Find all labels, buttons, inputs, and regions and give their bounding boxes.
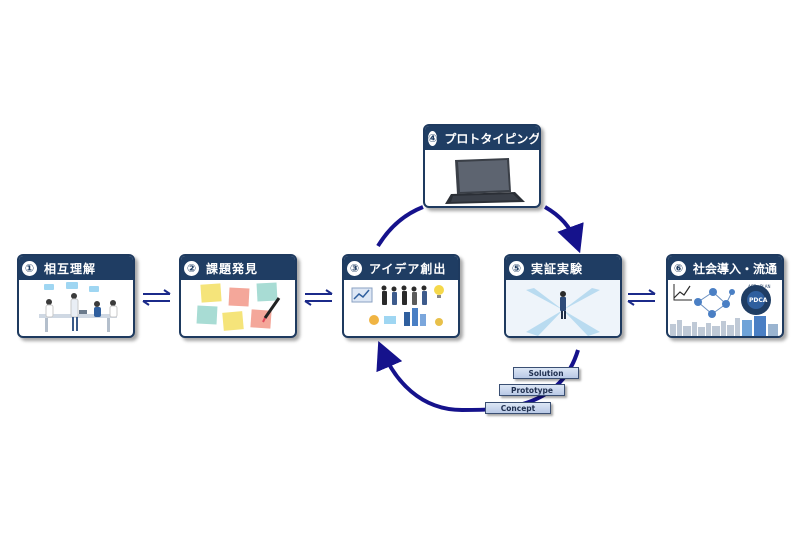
step-number: ③ xyxy=(347,260,362,276)
stage-prototype: Prototype xyxy=(499,384,565,396)
step-card-idea-creation: ③ アイデア創出 xyxy=(342,254,460,338)
step-card-prototyping: ④ プロトタイピング xyxy=(423,124,541,208)
arrow-ideation-to-prototyping xyxy=(376,205,424,248)
bidir-arrow-5-6 xyxy=(627,289,656,306)
arrow-trial-to-ideation xyxy=(376,340,580,413)
pdca-act-label: ACT xyxy=(748,284,756,289)
team-meeting-illustration xyxy=(19,280,133,336)
step-header: ④ プロトタイピング xyxy=(425,126,539,150)
step-number: ④ xyxy=(428,130,438,146)
stage-concept: Concept xyxy=(485,402,551,414)
step-label: 相互理解 xyxy=(44,261,97,276)
sticky-notes-illustration xyxy=(181,280,295,336)
network-city-illustration: ACT PLAN PDCA xyxy=(668,280,782,336)
step-header: ⑥ 社会導入・流通 xyxy=(668,256,782,280)
step-header: ⑤ 実証実験 xyxy=(506,256,620,280)
step-label: プロトタイピング xyxy=(444,131,541,146)
step-number: ① xyxy=(22,260,37,276)
laptop-illustration xyxy=(425,150,539,206)
step-card-social-deployment: ⑥ 社会導入・流通 ACT PLAN PDCA xyxy=(666,254,784,338)
crossroads-illustration xyxy=(506,280,620,336)
stage-solution: Solution xyxy=(513,367,579,379)
bidir-arrow-2-3 xyxy=(304,289,333,306)
step-label: 課題発見 xyxy=(206,261,259,276)
step-number: ② xyxy=(184,260,199,276)
step-number: ⑥ xyxy=(671,260,686,276)
idea-people-illustration xyxy=(344,280,458,336)
step-card-mutual-understanding: ① 相互理解 xyxy=(17,254,135,338)
step-card-problem-discovery: ② 課題発見 xyxy=(179,254,297,338)
arrow-prototyping-to-trial xyxy=(543,205,584,254)
pdca-center-label: PDCA xyxy=(749,297,768,304)
pdca-plan-label: PLAN xyxy=(760,284,770,289)
step-number: ⑤ xyxy=(509,260,524,276)
step-card-field-trial: ⑤ 実証実験 xyxy=(504,254,622,338)
step-label: 実証実験 xyxy=(531,261,584,276)
step-header: ① 相互理解 xyxy=(19,256,133,280)
step-header: ② 課題発見 xyxy=(181,256,295,280)
step-label: アイデア創出 xyxy=(369,261,447,276)
bidir-arrow-1-2 xyxy=(142,289,171,306)
step-header: ③ アイデア創出 xyxy=(344,256,458,280)
step-label: 社会導入・流通 xyxy=(693,261,778,276)
